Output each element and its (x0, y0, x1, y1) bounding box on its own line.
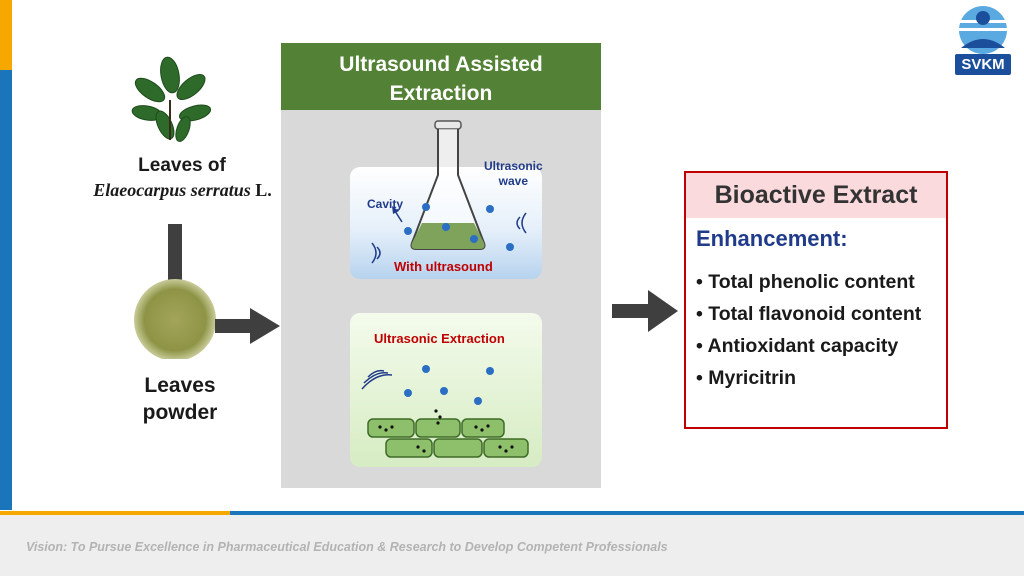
list-item: • Antioxidant capacity (696, 335, 899, 357)
leaves-plant-icon (131, 56, 212, 142)
arrow-right-icon-2 (612, 290, 678, 332)
extraction-panel-header (281, 43, 601, 110)
ultrasonic-extraction-label: Ultrasonic Extraction (374, 331, 505, 346)
cavity-label: Cavity (367, 197, 404, 211)
extraction-panel-title: Ultrasound Assisted Extraction (281, 50, 601, 108)
list-item: • Total flavonoid content (696, 303, 922, 325)
bioactive-extract-header (686, 173, 946, 218)
footer-bar (0, 515, 1024, 576)
powder-label: Leaves powder (120, 372, 240, 426)
flask-illustration (371, 120, 527, 264)
species-name: Elaeocarpus serratus (93, 180, 251, 200)
svkm-logo-icon (959, 6, 1007, 54)
powder-circle (134, 279, 216, 359)
powder-label-line2: powder (142, 401, 218, 424)
flask-liquid (411, 223, 485, 249)
cell-extraction-illustration (361, 365, 529, 458)
flask-cap (434, 120, 462, 130)
svkm-logo-label: SVKM (955, 54, 1011, 75)
title-line1: Ultrasound Assisted (339, 53, 543, 76)
list-item: • Myricitrin (696, 367, 797, 389)
powder-label-line1: Leaves (144, 374, 216, 397)
list-item: • Total phenolic content (696, 271, 915, 293)
accent-bar-blue (0, 70, 12, 510)
ultrasonic-wave-label: Ultrasonic wave (484, 159, 543, 189)
wave-icon (516, 212, 527, 234)
enhancement-list: • Total phenolic content • Total flavono… (696, 266, 921, 394)
connector-bar (168, 224, 182, 282)
leaves-label: Leaves of (138, 155, 226, 176)
bubble-icons (404, 203, 514, 251)
title-line2: Extraction (389, 82, 493, 105)
bioactive-extract-title: Bioactive Extract (714, 181, 918, 209)
species-suffix: L. (250, 180, 272, 200)
species-label: Elaeocarpus serratus L. (60, 180, 305, 201)
footer-line-blue (230, 511, 1024, 515)
accent-bar-orange (0, 0, 12, 70)
with-ultrasound-label: With ultrasound (394, 259, 493, 274)
vision-statement: Vision: To Pursue Excellence in Pharmace… (26, 540, 668, 554)
left-flow-graphic (134, 224, 280, 359)
bubble-icons-cells (404, 365, 494, 405)
compound-dots (378, 409, 514, 453)
ultrasonic-wave-line1: Ultrasonic (484, 159, 543, 173)
arrow-right-icon (250, 308, 280, 344)
wave-icon-cells (361, 369, 393, 390)
enhancement-label: Enhancement: (696, 226, 848, 251)
ultrasonic-wave-line2: wave (498, 174, 529, 188)
plant-cell-icons (367, 418, 529, 458)
wave-icon-left (371, 242, 381, 264)
footer-line-orange (0, 511, 230, 515)
